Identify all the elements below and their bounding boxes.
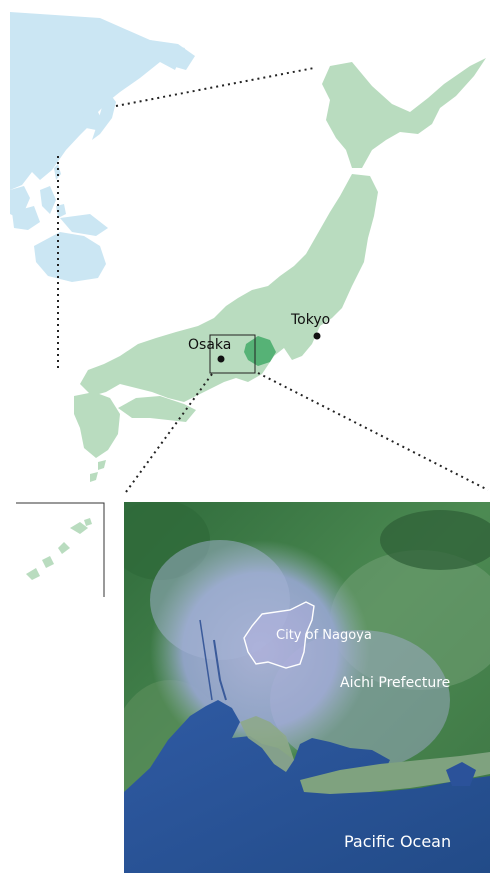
ryukyu-islands (90, 460, 106, 482)
kamchatka (150, 40, 195, 70)
aichi-highlight (244, 336, 276, 366)
pacific-ocean-label: Pacific Ocean (344, 832, 452, 851)
hokkaido (322, 58, 486, 168)
osaka-dot (217, 355, 225, 363)
tokyo-dot (313, 332, 321, 340)
aichi-prefecture-label: Aichi Prefecture (340, 675, 451, 691)
satellite-image (124, 502, 490, 873)
zoom-connector-lines (125, 372, 489, 493)
nagoya-city-outline (243, 601, 315, 669)
asia-mainland (10, 12, 185, 190)
kyushu (74, 392, 120, 458)
korea-peninsula (82, 104, 100, 130)
inset-connector-lines (57, 67, 315, 370)
borneo-sumatra (12, 206, 40, 230)
new-guinea (60, 214, 108, 236)
honshu (80, 174, 378, 402)
taiwan-mini (54, 164, 61, 180)
islands-inset (16, 502, 105, 597)
australia (34, 232, 106, 282)
city-of-nagoya-label: City of Nagoya (276, 628, 372, 643)
philippines-mini (40, 186, 66, 218)
aichi-locator-box (209, 334, 256, 374)
japan-map (74, 58, 486, 482)
osaka-label: Osaka (188, 337, 232, 353)
shikoku (118, 396, 196, 422)
asia-overview-map (10, 12, 195, 282)
tokyo-label: Tokyo (291, 312, 331, 328)
japan-mini (92, 94, 116, 140)
